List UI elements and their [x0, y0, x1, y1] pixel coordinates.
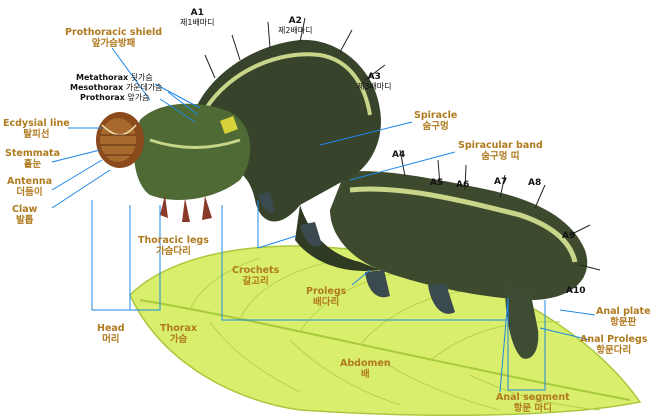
- prothorax-en: Prothorax: [80, 93, 125, 102]
- segment-a3-ko: 제3배마디: [357, 82, 392, 91]
- label-ecdysial-line: Ecdysial line 탈피선: [3, 118, 70, 140]
- label-thorax: Thorax 가슴: [160, 323, 197, 345]
- leaf: [129, 245, 642, 417]
- prothorax-ko: 앞가슴: [127, 93, 150, 102]
- label-prolegs: Prolegs 배다리: [306, 286, 346, 308]
- label-stemmata: Stemmata 홑눈: [5, 148, 60, 170]
- thoracic-legs-ko: 가슴다리: [155, 246, 191, 257]
- segment-a1-code: A1: [190, 8, 204, 18]
- label-mesothorax: Mesothorax 가운데가슴: [70, 83, 163, 92]
- segment-a3-code: A3: [367, 72, 381, 82]
- claw-ko: 발톱: [15, 215, 34, 226]
- label-abdomen: Abdomen 배: [340, 358, 391, 380]
- segment-a1-ko: 제1배마디: [180, 18, 215, 27]
- segment-a2-ko: 제2배마디: [278, 26, 313, 35]
- label-segment-a7: A7: [494, 177, 508, 187]
- label-segment-a8: A8: [528, 178, 542, 188]
- thoracic-legs-en: Thoracic legs: [138, 235, 209, 246]
- label-anal-prolegs: Anal Prolegs 항문다리: [580, 334, 647, 356]
- label-segment-a3: A3 제3배마디: [357, 72, 392, 92]
- claw-en: Claw: [12, 204, 38, 215]
- prothoracic-shield-en: Prothoracic shield: [65, 27, 163, 38]
- spiracular-band-en: Spiracular band: [458, 140, 543, 151]
- label-segment-a1: A1 제1배마디: [180, 8, 215, 28]
- label-antenna: Antenna 더듬이: [7, 176, 52, 198]
- prolegs-ko: 배다리: [313, 297, 340, 308]
- crochets-ko: 갈고리: [242, 276, 269, 287]
- metathorax-en: Metathorax: [76, 73, 129, 82]
- label-segment-a9: A9: [562, 231, 576, 241]
- label-thoracic-legs: Thoracic legs 가슴다리: [138, 235, 209, 257]
- label-spiracular-band: Spiracular band 숨구멍 띠: [458, 140, 543, 162]
- head-ko: 머리: [102, 334, 120, 345]
- label-prothoracic-shield: Prothoracic shield 앞가슴방패: [65, 27, 162, 49]
- anal-prolegs-ko: 항문다리: [596, 345, 632, 356]
- thorax-ko: 가슴: [169, 334, 188, 345]
- anal-segment-en: Anal segment: [496, 392, 570, 403]
- thorax-en: Thorax: [160, 323, 197, 334]
- anal-plate-en: Anal plate: [596, 306, 650, 317]
- label-segment-a4: A4: [392, 150, 406, 160]
- anal-plate-ko: 항문판: [610, 317, 637, 328]
- label-crochets: Crochets 갈고리: [232, 265, 279, 287]
- label-anal-plate: Anal plate 항문판: [596, 306, 650, 328]
- stemmata-en: Stemmata: [5, 148, 60, 159]
- label-anal-segment: Anal segment 항문 마디: [496, 392, 570, 414]
- stemmata-ko: 홑눈: [23, 159, 42, 170]
- anal-segment-ko: 항문 마디: [513, 403, 552, 414]
- label-segment-a6: A6: [456, 180, 470, 190]
- leader-lines: [51, 47, 596, 393]
- antenna-en: Antenna: [7, 176, 53, 187]
- spiracle-ko: 숨구멍: [422, 121, 449, 132]
- label-spiracle: Spiracle 숨구멍: [414, 110, 457, 132]
- antenna-ko: 더듬이: [16, 187, 43, 198]
- label-segment-a2: A2 제2배마디: [278, 16, 313, 36]
- caterpillar-body: [96, 17, 601, 359]
- anal-prolegs-en: Anal Prolegs: [580, 334, 648, 345]
- abdomen-ko: 배: [360, 369, 370, 380]
- ecdysial-line-ko: 탈피선: [23, 129, 50, 140]
- prothoracic-shield-ko: 앞가슴방패: [91, 38, 136, 49]
- segment-a2-code: A2: [288, 16, 302, 26]
- metathorax-ko: 뒷가슴: [130, 73, 153, 82]
- mesothorax-ko: 가운데가슴: [125, 83, 163, 92]
- spiracle-en: Spiracle: [414, 110, 458, 121]
- crochets-en: Crochets: [232, 265, 280, 276]
- spiracular-band-ko: 숨구멍 띠: [481, 151, 520, 162]
- label-metathorax: Metathorax 뒷가슴: [76, 73, 153, 82]
- label-segment-a5: A5: [430, 178, 444, 188]
- label-head: Head 머리: [97, 323, 125, 345]
- label-claw: Claw 발톱: [12, 204, 37, 226]
- label-prothorax: Prothorax 앞가슴: [80, 93, 149, 102]
- prolegs-en: Prolegs: [306, 286, 347, 297]
- abdomen-en: Abdomen: [340, 358, 391, 369]
- label-segment-a10: A10: [566, 286, 586, 296]
- ecdysial-line-en: Ecdysial line: [3, 118, 70, 129]
- head-en: Head: [97, 323, 125, 334]
- mesothorax-en: Mesothorax: [70, 83, 124, 92]
